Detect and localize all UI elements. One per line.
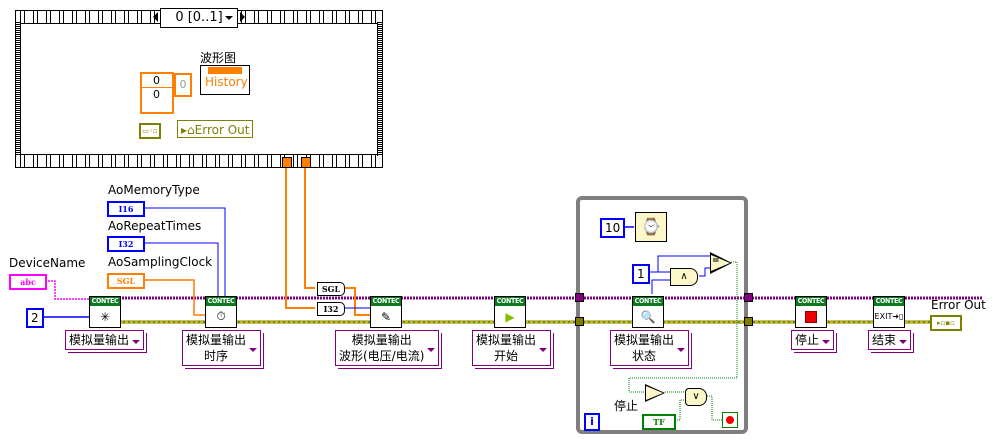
chevron-down-icon <box>132 340 141 344</box>
vi-selector-ao-exit[interactable]: 结束 <box>868 330 912 350</box>
stop-button-control[interactable]: TF <box>642 414 676 430</box>
device-name-label: DeviceName <box>9 256 86 270</box>
stop-icon <box>796 306 826 327</box>
ao-write-vi[interactable]: CONTEC✎ <box>370 296 402 328</box>
loop-tunnel <box>575 293 584 302</box>
or-function[interactable]: ∨ <box>685 388 707 406</box>
vi-selector-ao-start[interactable]: 模拟量输出开始 <box>472 330 552 366</box>
array-index-constant[interactable]: 0 <box>174 73 192 97</box>
and-function[interactable]: ∧ <box>670 268 698 286</box>
ao-memory-type-label: AoMemoryType <box>108 183 200 197</box>
vi-selector-ao-write[interactable]: 模拟量输出波形(电压/电流) <box>335 330 440 366</box>
while-loop[interactable] <box>576 196 748 434</box>
iteration-terminal: i <box>584 413 600 431</box>
vi-selector-ao-init[interactable]: 模拟量输出 <box>65 330 145 350</box>
string-wire <box>45 280 89 300</box>
vi-selector-ao-status[interactable]: 模拟量输出状态 <box>610 330 690 366</box>
property-name: History <box>205 75 248 89</box>
chevron-down-icon <box>822 340 831 344</box>
stacked-sequence-structure[interactable]: 0 [0..1] <box>15 8 383 168</box>
chevron-down-icon <box>899 340 908 344</box>
error-out-label: Error Out <box>931 298 986 312</box>
loop-tunnel <box>575 317 584 326</box>
ao-timing-vi[interactable]: CONTEC⏱ <box>205 296 237 328</box>
device-name-control[interactable]: abc <box>9 274 47 290</box>
case-selector[interactable]: 0 [0..1] <box>153 8 245 28</box>
wait-ms-function[interactable]: ⌚ <box>635 212 667 242</box>
selector-label: 0 [0..1] <box>175 10 223 25</box>
clock-icon: ⌚ <box>641 217 661 236</box>
i32-conversion: I32 <box>317 302 345 316</box>
vi-selector-ao-timing[interactable]: 模拟量输出时序 <box>182 330 262 366</box>
chevron-down-icon[interactable] <box>225 16 233 20</box>
cluster-constant[interactable]: 0 0 <box>140 72 174 114</box>
ao-init-vi[interactable]: CONTEC✳ <box>89 296 121 328</box>
write-icon: ✎ <box>380 309 392 324</box>
sgl-conversion: SGL <box>317 282 345 296</box>
sequence-tunnel <box>301 157 311 168</box>
sequence-tunnel <box>282 157 292 168</box>
waveform-graph-label: 波形图 <box>200 51 237 65</box>
ao-memory-type-control[interactable]: I16 <box>107 201 145 217</box>
exit-icon: EXIT➜▯ <box>874 312 904 321</box>
channel-count-constant[interactable]: 2 <box>26 308 44 328</box>
error-out-property-node[interactable]: ▸⌂Error Out <box>177 120 253 138</box>
film-bottom <box>15 154 383 168</box>
loop-tunnel <box>744 317 753 326</box>
chevron-down-icon <box>539 348 548 352</box>
ao-repeat-times-label: AoRepeatTimes <box>108 219 202 233</box>
chevron-down-icon <box>677 348 686 352</box>
waveform-graph-property-node[interactable]: History <box>200 65 250 95</box>
increment-arrow-icon[interactable] <box>240 12 245 22</box>
ao-sampling-clock-label: AoSamplingClock <box>108 255 213 269</box>
ao-sampling-clock-control[interactable]: SGL <box>107 273 145 289</box>
error-cluster-icon: ▭◦▫ <box>139 123 161 139</box>
decrement-arrow-icon[interactable] <box>153 12 158 22</box>
loop-tunnel <box>744 293 753 302</box>
wait-ms-constant[interactable]: 10 <box>600 218 626 238</box>
status-icon: 🔍 <box>640 309 656 324</box>
vi-selector-ao-stop[interactable]: 停止 <box>791 330 835 350</box>
ao-status-vi[interactable]: CONTEC🔍 <box>632 296 664 328</box>
ao-stop-vi[interactable]: CONTEC <box>795 296 827 328</box>
stop-icon <box>726 416 734 424</box>
timing-icon: ⏱ <box>216 309 226 323</box>
init-icon: ✳ <box>99 309 111 324</box>
ao-repeat-times-control[interactable]: I32 <box>107 236 145 252</box>
chevron-down-icon <box>249 348 258 352</box>
ao-start-vi[interactable]: CONTEC▶ <box>494 296 526 328</box>
loop-condition-terminal[interactable] <box>722 412 738 428</box>
stop-button-label: 停止 <box>614 399 639 413</box>
error-out-indicator[interactable]: ▸▫▪▫ <box>930 315 962 331</box>
start-icon: ▶ <box>505 309 515 324</box>
chevron-down-icon <box>427 348 436 352</box>
compare-constant[interactable]: 1 <box>632 264 650 284</box>
